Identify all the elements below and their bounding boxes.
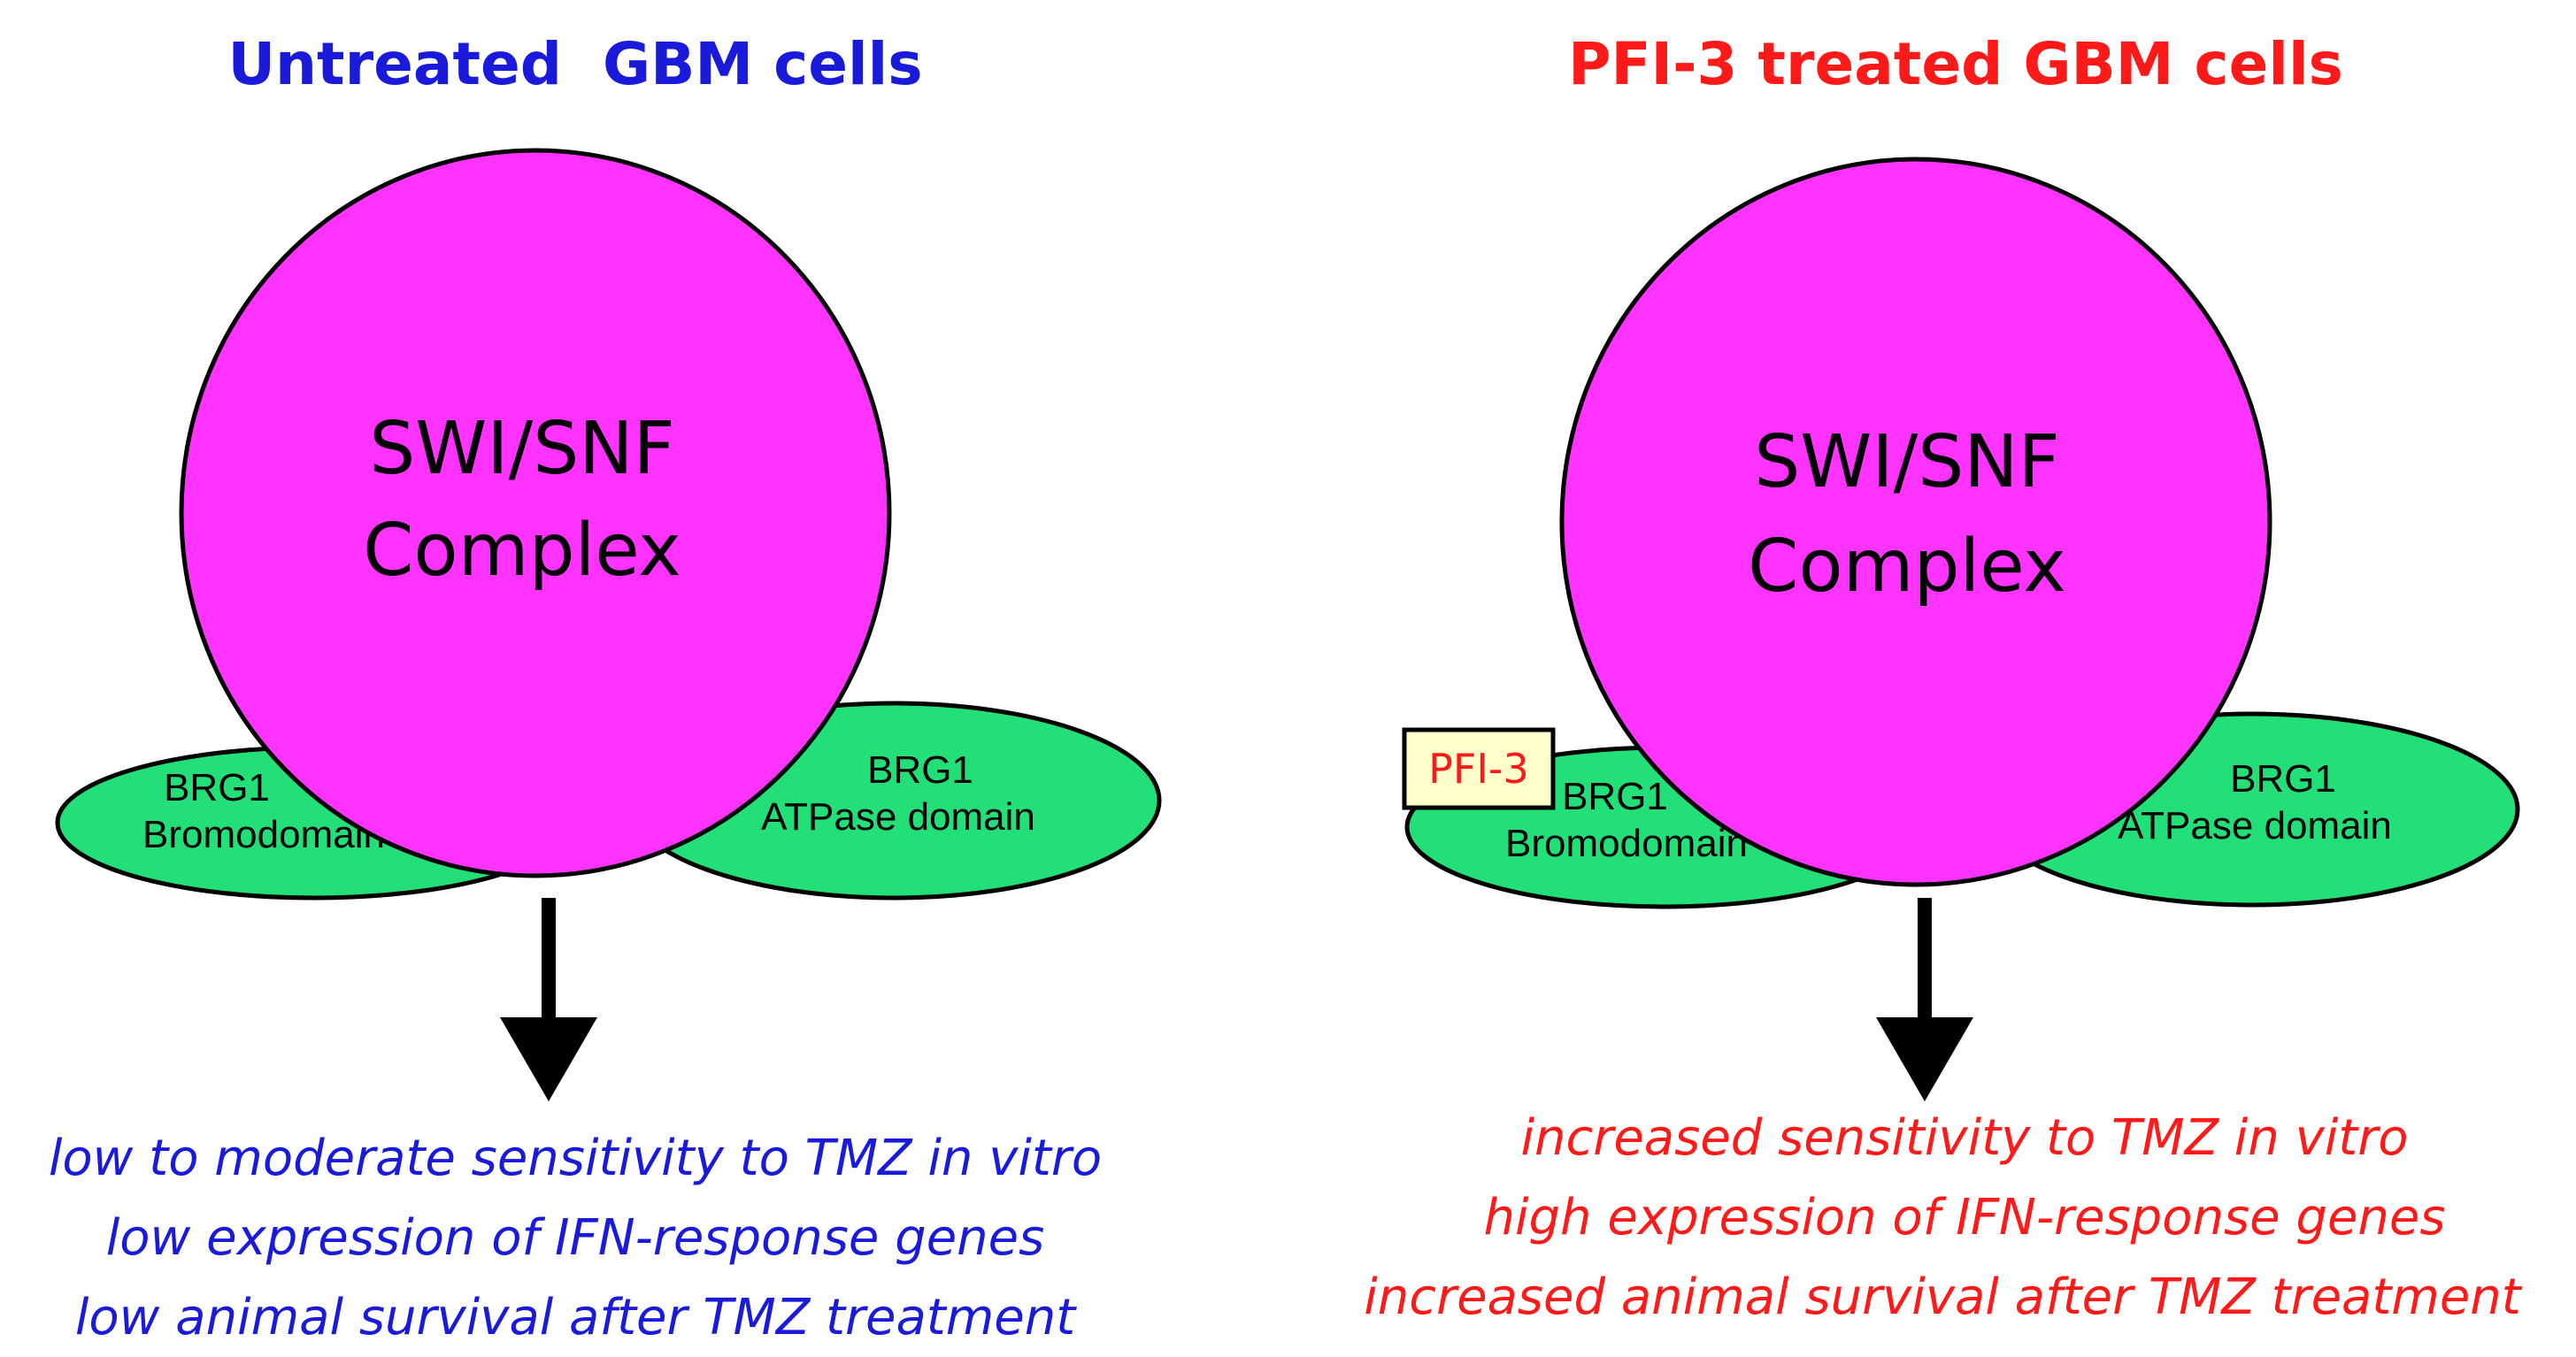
- right-bromodomain-label-line1: BRG1: [1562, 775, 1668, 818]
- right-complex-label-line2: Complex: [1748, 525, 2066, 609]
- left-panel-title: Untreated GBM cells: [227, 30, 922, 98]
- left-down-arrow: [500, 898, 597, 1101]
- left-outcome-1: low to moderate sensitivity to TMZ in vi…: [49, 1130, 1102, 1187]
- left-complex-label-line1: SWI/SNF: [369, 407, 675, 491]
- right-down-arrow: [1876, 898, 1973, 1101]
- left-outcome-2: low expression of IFN-response genes: [106, 1209, 1045, 1267]
- right-outcome-1: increased sensitivity to TMZ in vitro: [1520, 1109, 2408, 1167]
- right-outcome-2: high expression of IFN-response genes: [1483, 1189, 2445, 1246]
- left-outcome-3: low animal survival after TMZ treatment: [75, 1289, 1077, 1346]
- left-atpase-label-line2: ATPase domain: [761, 795, 1035, 839]
- left-panel: Untreated GBM cells BRG1 Bromodomain BRG…: [49, 30, 1162, 1346]
- left-atpase-label-line1: BRG1: [867, 748, 973, 792]
- right-panel-title: PFI-3 treated GBM cells: [1568, 30, 2343, 98]
- left-complex-label-line2: Complex: [363, 509, 681, 593]
- pfi-3-inhibitor-box: PFI-3: [1402, 727, 1556, 810]
- left-bromodomain-label-line1: BRG1: [164, 766, 270, 809]
- right-atpase-label-line2: ATPase domain: [2118, 804, 2392, 847]
- right-complex-label-line1: SWI/SNF: [1754, 420, 2060, 504]
- right-outcome-3: increased animal survival after TMZ trea…: [1364, 1269, 2523, 1326]
- right-swi-snf-complex: [1559, 157, 2272, 887]
- left-swi-snf-complex: [179, 148, 892, 878]
- pfi-3-inhibitor-label: PFI-3: [1428, 745, 1529, 793]
- right-panel: PFI-3 treated GBM cells BRG1 Bromodomain…: [1364, 30, 2523, 1326]
- right-atpase-label-line1: BRG1: [2230, 757, 2336, 801]
- right-bromodomain-label-line2: Bromodomain: [1505, 822, 1748, 865]
